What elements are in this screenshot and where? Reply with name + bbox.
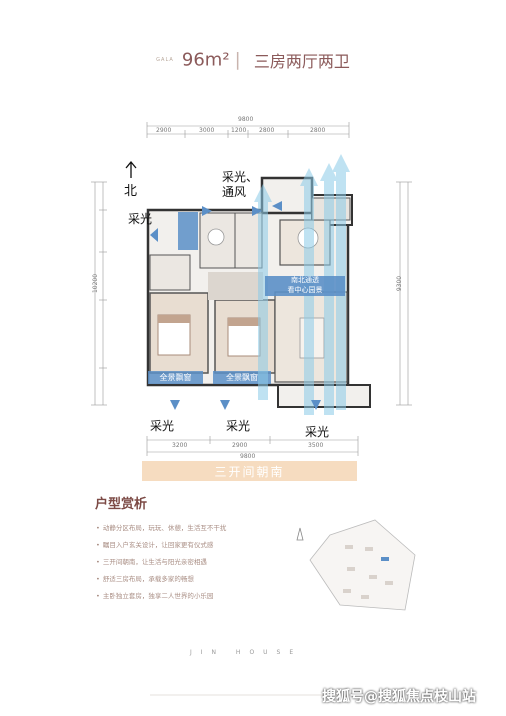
- right-dimension: [396, 181, 412, 406]
- top-dimension: [146, 122, 350, 138]
- bottom-seg-3: 3500: [308, 442, 324, 449]
- list-item: •舒适三房布局，承载多家的畅想: [96, 575, 194, 583]
- list-item: •主卧独立套房，独享二人世界的小乐园: [96, 592, 214, 600]
- footer-divider: [150, 694, 350, 696]
- top-seg-2: 3000: [199, 127, 215, 134]
- top-seg-4: 2800: [259, 127, 275, 134]
- light-label-bottom-1: 采光: [150, 419, 175, 433]
- top-total-dim: 9800: [238, 116, 254, 123]
- left-dimension: [91, 181, 107, 406]
- window-band-2: [213, 371, 271, 384]
- light-label-bottom-3: 采光: [305, 425, 330, 439]
- window-label-2: 全景飘窗: [226, 373, 258, 382]
- bottom-seg-2: 2900: [232, 442, 248, 449]
- banner-text: 三开间朝南: [214, 465, 285, 479]
- banner-bg: [142, 461, 357, 481]
- area-label: 96m²: [181, 49, 230, 71]
- light-label-top-left: 采光: [128, 212, 153, 226]
- north-arrow-icon: [125, 160, 137, 178]
- window-band-1: [148, 371, 203, 384]
- light-arrows: [150, 201, 321, 410]
- left-total-dim: 10200: [92, 273, 100, 294]
- analysis-title: 户型赏析: [95, 497, 148, 512]
- list-item: •瞩目入户玄关设计，让回家更有仪式感: [96, 541, 214, 549]
- bed-2-head: [228, 318, 260, 326]
- top-seg-3: 1200: [231, 127, 247, 134]
- title-prefix: GALA: [156, 57, 174, 63]
- top-seg-1: 2900: [156, 127, 172, 134]
- site-north-icon: [296, 527, 304, 541]
- floor-plan: [91, 122, 412, 456]
- watermark-text: 搜狐号@搜狐焦点枝山站: [322, 689, 476, 705]
- site-plan-map: [296, 519, 416, 611]
- window-label-1: 全景飘窗: [159, 373, 192, 382]
- north-label: 北: [124, 184, 138, 199]
- corridor: [208, 272, 263, 300]
- bottom-total-dim: 9800: [240, 453, 256, 460]
- bottom-dimension: [146, 436, 359, 456]
- footer-logo: JIN HOUSE: [190, 649, 303, 656]
- light-ventilation-label: 采光、 通风: [222, 170, 259, 199]
- list-item: •三开间朝南，让生活与阳光亲密相遇: [96, 558, 207, 566]
- site-highlight: [381, 557, 389, 561]
- right-total-dim: 9300: [396, 275, 404, 292]
- utility-room: [149, 254, 191, 291]
- view-box-bg: [265, 276, 345, 296]
- bathroom-2: [234, 212, 263, 269]
- balcony-blue: [178, 212, 198, 250]
- layout-label: 三房两厅两卫: [253, 52, 350, 71]
- top-seg-5: 2800: [310, 127, 326, 134]
- light-label-bottom-2: 采光: [226, 419, 251, 433]
- title-divider: |: [234, 49, 241, 71]
- list-item: •动静分区布局，玩玩、休憩，生活互不干扰: [96, 524, 227, 532]
- analysis-list: •动静分区布局，玩玩、休憩，生活互不干扰 •瞩目入户玄关设计，让回家更有仪式感 …: [96, 520, 296, 605]
- view-box-label: 南北通透 看中心园景: [287, 276, 323, 294]
- toilet: [207, 228, 225, 246]
- bed-1-head: [158, 315, 190, 323]
- bottom-seg-1: 3200: [172, 442, 188, 449]
- page-title: GALA 96m² | 三房两厅两卫: [0, 48, 506, 72]
